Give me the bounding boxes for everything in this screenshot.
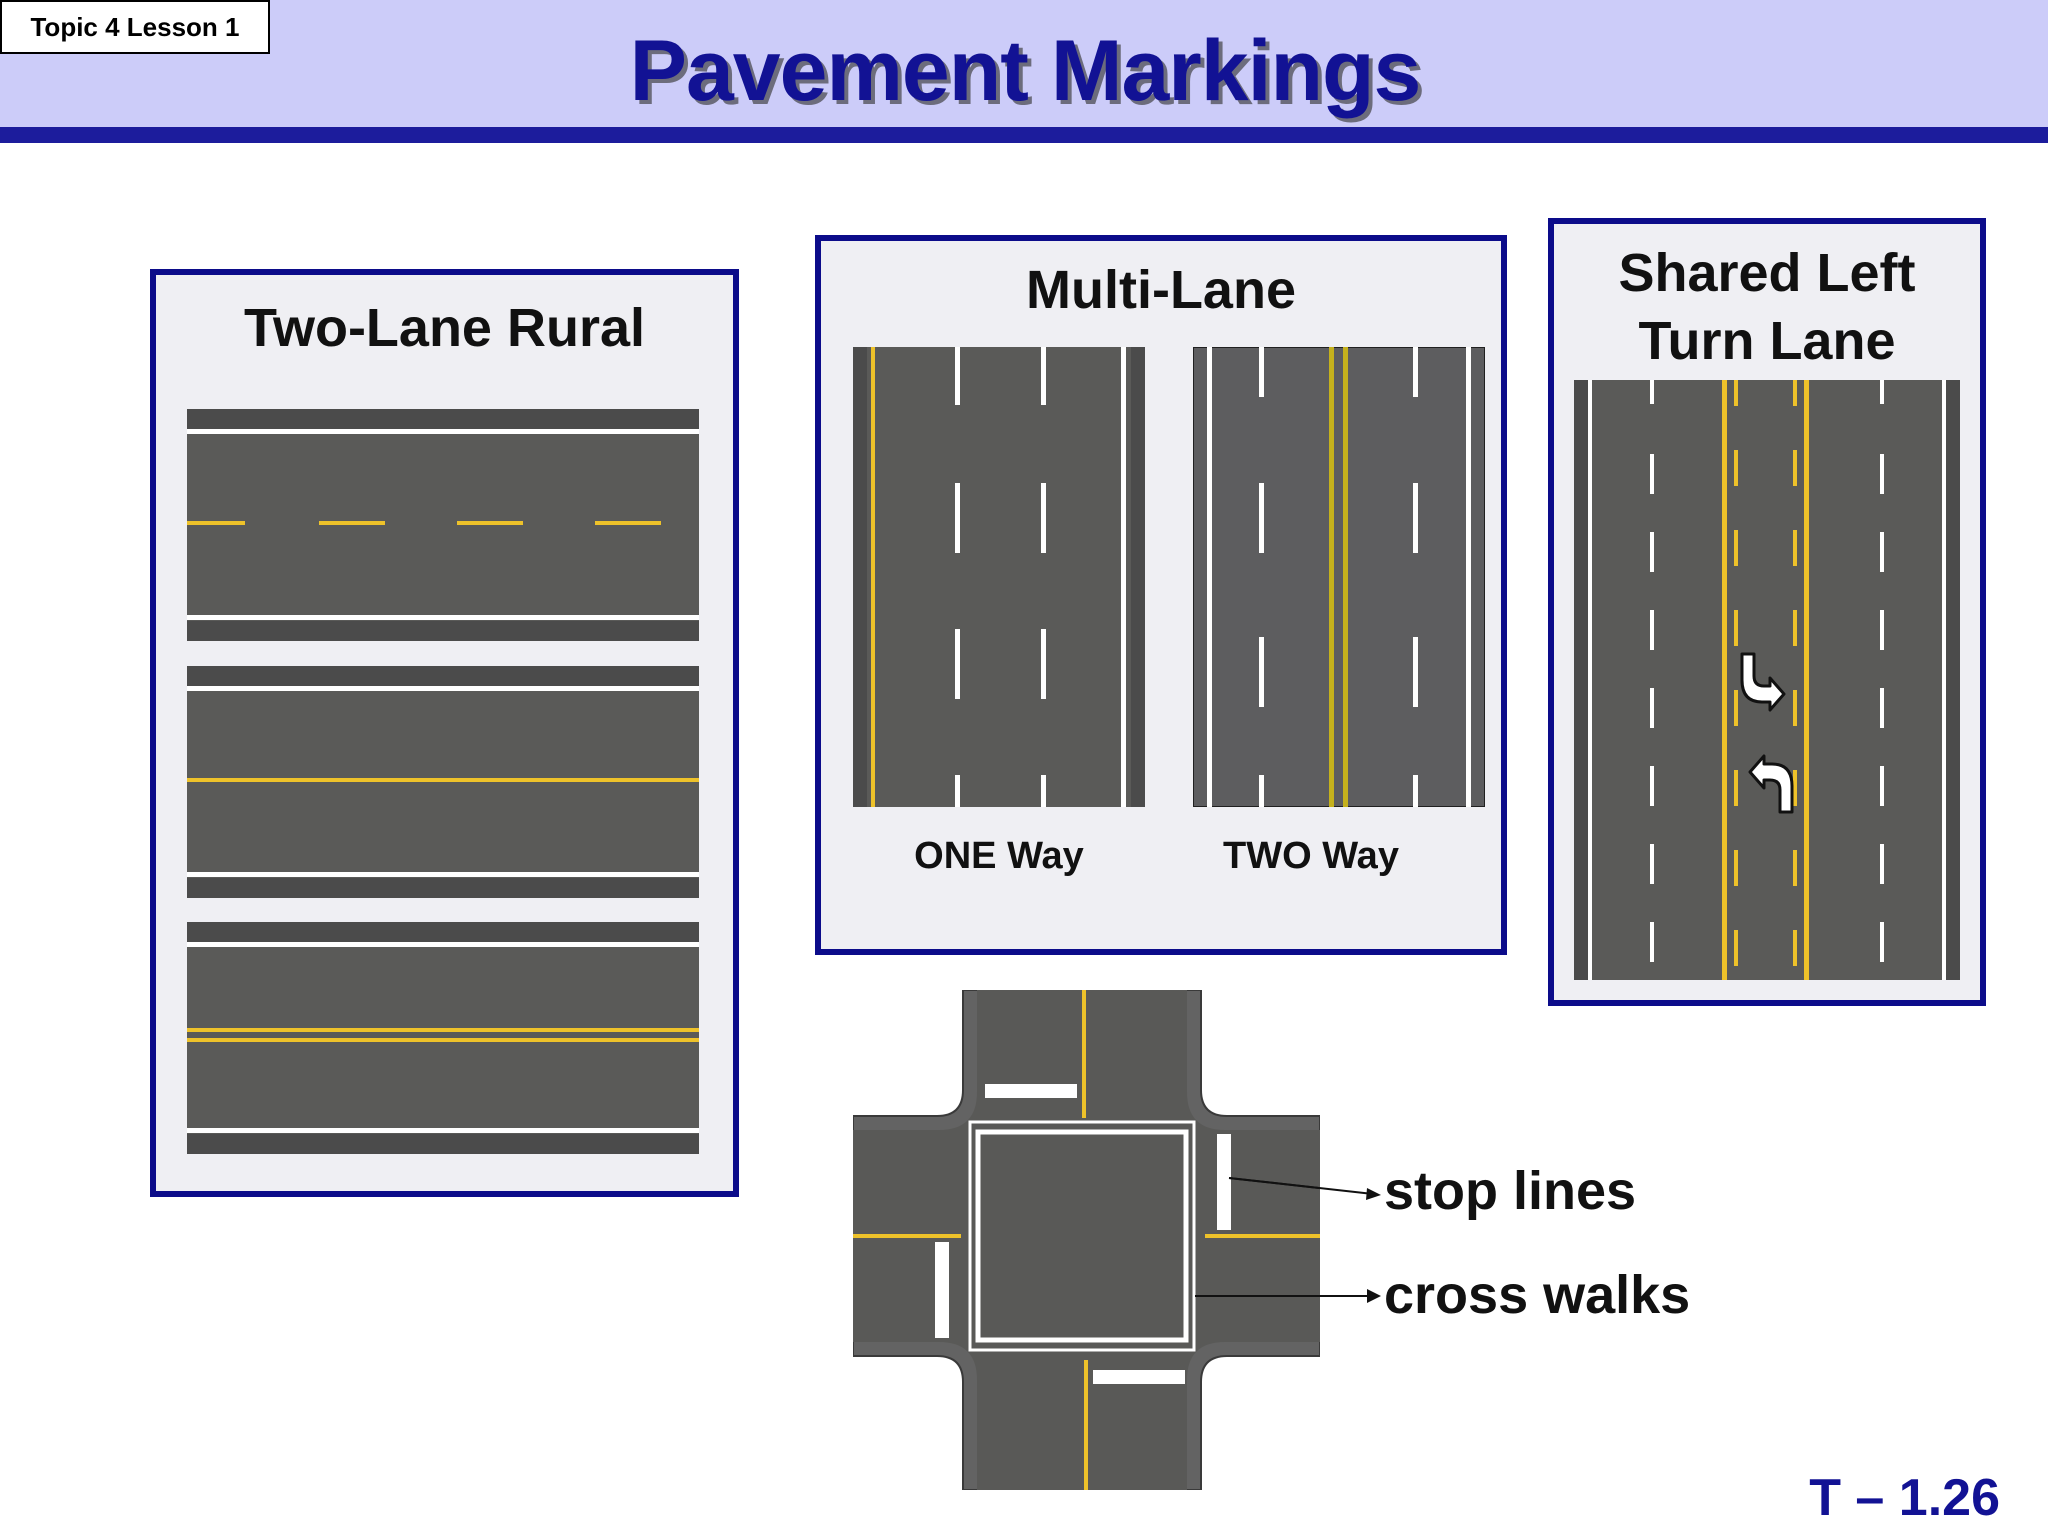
one-way-caption: ONE Way (914, 835, 1084, 877)
two-way-caption: TWO Way (1223, 835, 1399, 877)
page-title: Pavement Markings (629, 23, 1422, 119)
lesson-tag: Topic 4 Lesson 1 (0, 0, 270, 54)
multi-lane-title: Multi-Lane (1026, 260, 1296, 320)
shared-left-title-line-2: Turn Lane (1638, 311, 1896, 371)
intersection-diagram (853, 990, 1320, 1490)
one-way-road (853, 347, 1145, 807)
turn-arrow-up-icon (1748, 754, 1794, 814)
header-band (0, 0, 2048, 127)
two-lane-rural-panel: Two-Lane Rural (150, 269, 739, 1197)
header-rule (0, 127, 2048, 143)
rural-road-single-solid-yellow (187, 666, 699, 898)
shared-left-turn-road (1574, 380, 1960, 980)
shared-left-title-line-1: Shared Left (1618, 243, 1916, 303)
rural-road-double-solid-yellow (187, 922, 699, 1154)
two-way-road (1193, 347, 1485, 807)
slide-number: T – 1.26 (1809, 1469, 2000, 1527)
turn-arrow-down-icon (1740, 652, 1786, 712)
callout-arrow-heads (1229, 1177, 1381, 1303)
rural-road-broken-yellow (187, 409, 699, 641)
shared-left-turn-panel: Shared Left Turn Lane (1548, 218, 1986, 1006)
stop-lines-label: stop lines (1384, 1161, 1637, 1221)
two-lane-rural-title: Two-Lane Rural (243, 298, 646, 358)
cross-walks-label: cross walks (1384, 1265, 1691, 1325)
multi-lane-panel: Multi-Lane (815, 235, 1507, 955)
